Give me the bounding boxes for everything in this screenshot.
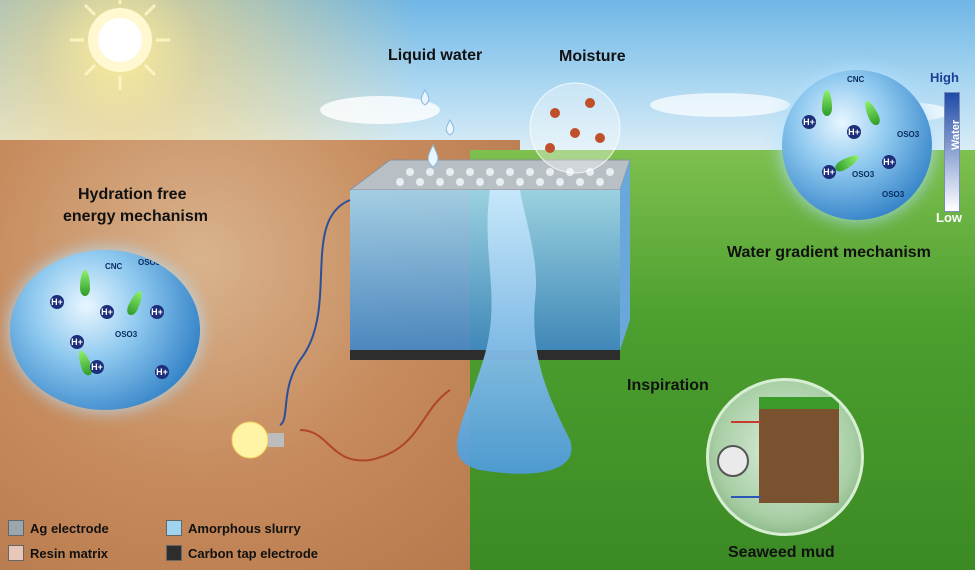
legend-label: Amorphous slurry <box>188 520 301 536</box>
wires-and-bulb <box>231 199 451 462</box>
inspiration-label: Inspiration <box>627 377 709 394</box>
oso3-label: OSO3 <box>852 170 875 179</box>
legend-ag-electrode: Ag electrode <box>8 520 109 536</box>
water-gradient-label: Water gradient mechanism <box>727 244 931 261</box>
legend-amorphous-slurry: Amorphous slurry <box>166 520 301 536</box>
red-wire <box>731 421 761 423</box>
cnc-fiber <box>124 289 146 317</box>
cnc-fiber <box>80 270 90 296</box>
seaweed-mud-label: Seaweed mud <box>728 544 835 561</box>
gradient-high-label: High <box>930 70 959 85</box>
moisture-bubble <box>529 82 621 174</box>
oso3-label: OSO3 <box>138 258 161 267</box>
hydration-label-line2: energy mechanism <box>63 208 208 225</box>
proton-h-plus: H+ <box>822 165 836 179</box>
moisture-label: Moisture <box>559 48 626 65</box>
proton-h-plus: H+ <box>100 305 114 319</box>
proton-h-plus: H+ <box>155 365 169 379</box>
sun-icon <box>70 0 170 90</box>
proton-h-plus: H+ <box>70 335 84 349</box>
proton-h-plus: H+ <box>50 295 64 309</box>
cnc-label: CNC <box>847 75 865 84</box>
legend-swatch <box>166 545 182 561</box>
water-gradient-sphere: CNC H+ H+ H+ H+ OSO3 OSO3 OSO3 <box>782 70 932 220</box>
proton-h-plus: H+ <box>90 360 104 374</box>
water-device <box>348 159 631 474</box>
legend-carbon-tap-electrode: Carbon tap electrode <box>166 545 318 561</box>
gradient-axis-label: Water <box>950 119 962 150</box>
blue-wire <box>731 496 761 498</box>
cnc-fiber <box>822 90 832 116</box>
oso3-label: OSO3 <box>115 330 138 339</box>
seaweed-mud-inset <box>706 378 864 536</box>
liquid-water-label: Liquid water <box>388 47 483 64</box>
water-droplets <box>420 88 455 168</box>
hydration-sphere: CNC OSO3 H+ H+ H+ H+ H+ H+ OSO3 <box>10 250 200 410</box>
legend-resin-matrix: Resin matrix <box>8 545 108 561</box>
mud-block <box>759 403 839 503</box>
grass-top <box>759 397 839 409</box>
water-gradient-scale <box>944 92 960 212</box>
proton-h-plus: H+ <box>882 155 896 169</box>
oso3-label: OSO3 <box>882 190 905 199</box>
proton-h-plus: H+ <box>847 125 861 139</box>
meter-icon <box>717 445 749 477</box>
legend-swatch <box>8 545 24 561</box>
gradient-low-label: Low <box>936 210 962 225</box>
legend-label: Resin matrix <box>30 545 109 561</box>
legend-label: Carbon tap electrode <box>188 545 319 561</box>
proton-h-plus: H+ <box>802 115 816 129</box>
legend-swatch <box>8 520 24 536</box>
oso3-label: OSO3 <box>897 130 920 139</box>
legend-label: Ag electrode <box>30 520 109 536</box>
legend-swatch <box>166 520 182 536</box>
proton-h-plus: H+ <box>150 305 164 319</box>
cnc-label: CNC <box>105 262 123 271</box>
hydration-label-line1: Hydration free <box>78 186 187 203</box>
cnc-fiber <box>861 99 883 127</box>
